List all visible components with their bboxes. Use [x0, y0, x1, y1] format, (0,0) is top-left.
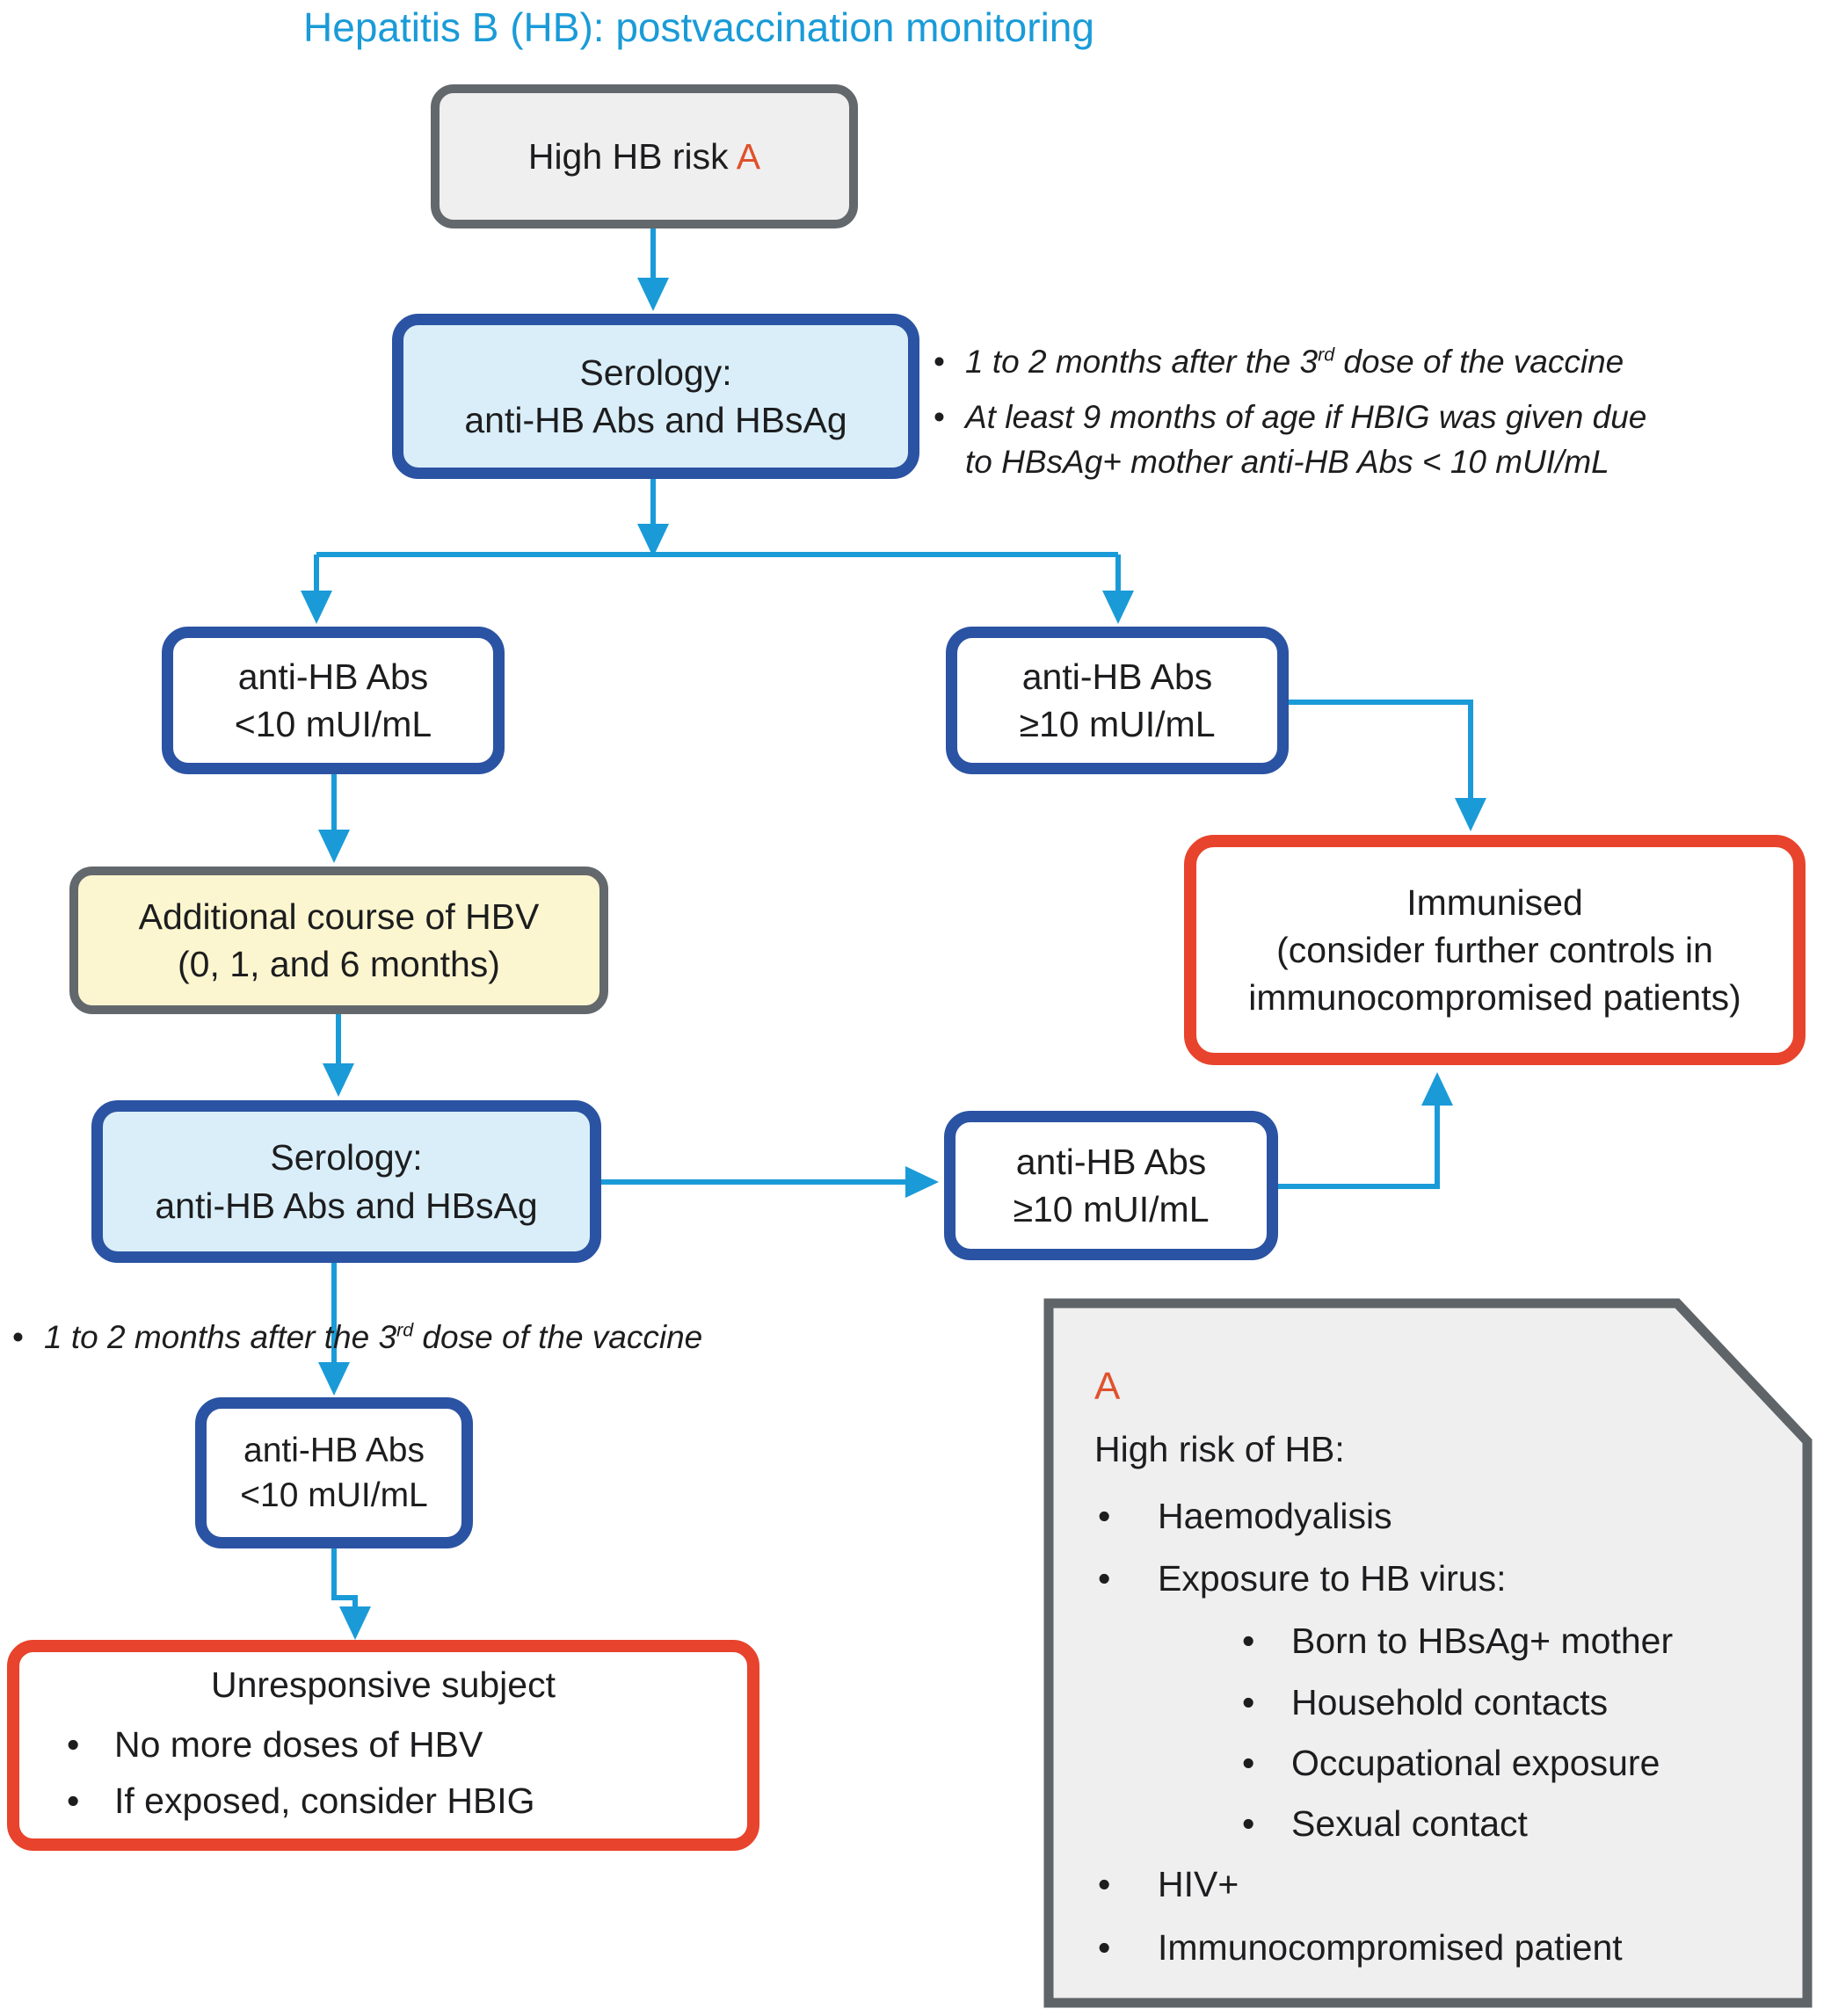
node-serology-1: Serology: anti-HB Abs and HBsAg — [392, 314, 919, 479]
arrowhead — [339, 1606, 371, 1640]
node-antihb-lt10-second: anti-HB Abs <10 mUI/mL — [195, 1397, 473, 1548]
arrowhead — [301, 591, 332, 624]
arrowhead — [637, 524, 669, 557]
legend-item: Exposure to HB virus: — [1094, 1556, 1789, 1602]
node-label: (0, 1, and 6 months) — [178, 944, 500, 984]
bullet-item: If exposed, consider HBIG — [60, 1773, 535, 1830]
legend-item: HIV+ — [1094, 1862, 1789, 1908]
node-label: anti-HB Abs and HBsAg — [464, 400, 847, 440]
serology1-notes: 1 to 2 months after the 3rd dose of the … — [934, 339, 1831, 495]
node-label: <10 mUI/mL — [240, 1476, 428, 1514]
page-title: Hepatitis B (HB): postvaccination monito… — [303, 4, 1094, 50]
arrowhead — [1421, 1072, 1453, 1106]
node-label: immunocompromised patients) — [1248, 977, 1741, 1019]
node-immunised: Immunised (consider further controls in … — [1184, 835, 1806, 1065]
legend-subitem: Born to HBsAg+ mother — [1242, 1619, 1789, 1664]
serology2-notes: 1 to 2 months after the 3rd dose of the … — [12, 1315, 856, 1370]
arrow-lt10b-to-unresponsive — [331, 1548, 358, 1608]
node-label: anti-HB Abs — [1015, 1141, 1207, 1182]
node-additional-course: Additional course of HBV (0, 1, and 6 mo… — [69, 867, 608, 1014]
node-label: High HB risk A — [527, 135, 761, 177]
legend-item: Immunocompromised patient — [1094, 1925, 1789, 1971]
arrowhead — [318, 1362, 350, 1396]
node-label: anti-HB Abs — [243, 1431, 425, 1469]
legend-reference-a: A — [1094, 1365, 1121, 1408]
node-high-hb-risk: High HB risk A — [431, 84, 858, 228]
node-label: anti-HB Abs and HBsAg — [155, 1185, 538, 1226]
node-label: Additional course of HBV — [138, 896, 540, 937]
arrowhead — [323, 1063, 354, 1097]
node-label: Immunised — [1406, 881, 1583, 923]
node-label: ≥10 mUI/mL — [1013, 1189, 1210, 1229]
arrowhead — [1455, 798, 1486, 831]
node-label: <10 mUI/mL — [234, 704, 432, 744]
node-antihb-ge10-second: anti-HB Abs ≥10 mUI/mL — [944, 1111, 1278, 1260]
legend-subitem: Occupational exposure — [1242, 1741, 1789, 1787]
node-label: Serology: — [579, 352, 732, 393]
legend-subitem: Household contacts — [1242, 1680, 1789, 1726]
node-label: Serology: — [270, 1137, 423, 1178]
arrow-ge10b-to-immunised — [1278, 1104, 1440, 1189]
node-label: anti-HB Abs — [237, 656, 429, 697]
reference-a-marker: A — [736, 135, 761, 177]
node-label: anti-HB Abs — [1021, 656, 1213, 697]
node-title: Unresponsive subject — [211, 1664, 556, 1705]
unresponsive-bullets: No more doses of HBV If exposed, conside… — [19, 1717, 535, 1829]
note-item: 1 to 2 months after the 3rd dose of the … — [12, 1315, 856, 1360]
legend-list: Haemodyalisis Exposure to HB virus: Born… — [1094, 1494, 1789, 1970]
note-item: 1 to 2 months after the 3rd dose of the … — [934, 339, 1831, 384]
arrowhead — [905, 1166, 939, 1198]
arrow-ge10a-to-immunised — [1289, 700, 1473, 800]
node-serology-2: Serology: anti-HB Abs and HBsAg — [91, 1100, 601, 1263]
node-label: ≥10 mUI/mL — [1019, 704, 1216, 744]
legend-item: Haemodyalisis — [1094, 1494, 1789, 1540]
arrowhead — [637, 278, 669, 311]
bullet-item: No more doses of HBV — [60, 1717, 535, 1773]
node-antihb-ge10-first: anti-HB Abs ≥10 mUI/mL — [946, 627, 1289, 774]
legend-heading: High risk of HB: — [1094, 1428, 1345, 1469]
node-label: (consider further controls in — [1276, 929, 1713, 970]
arrowhead — [318, 830, 350, 863]
node-unresponsive: Unresponsive subject No more doses of HB… — [7, 1640, 759, 1851]
legend-subitem: Sexual contact — [1242, 1802, 1789, 1847]
arrowhead — [1102, 591, 1134, 624]
note-item: At least 9 months of age if HBIG was giv… — [934, 395, 1831, 484]
legend-note: A High risk of HB: Haemodyalisis Exposur… — [1094, 1364, 1789, 1988]
node-antihb-lt10-first: anti-HB Abs <10 mUI/mL — [162, 627, 505, 774]
